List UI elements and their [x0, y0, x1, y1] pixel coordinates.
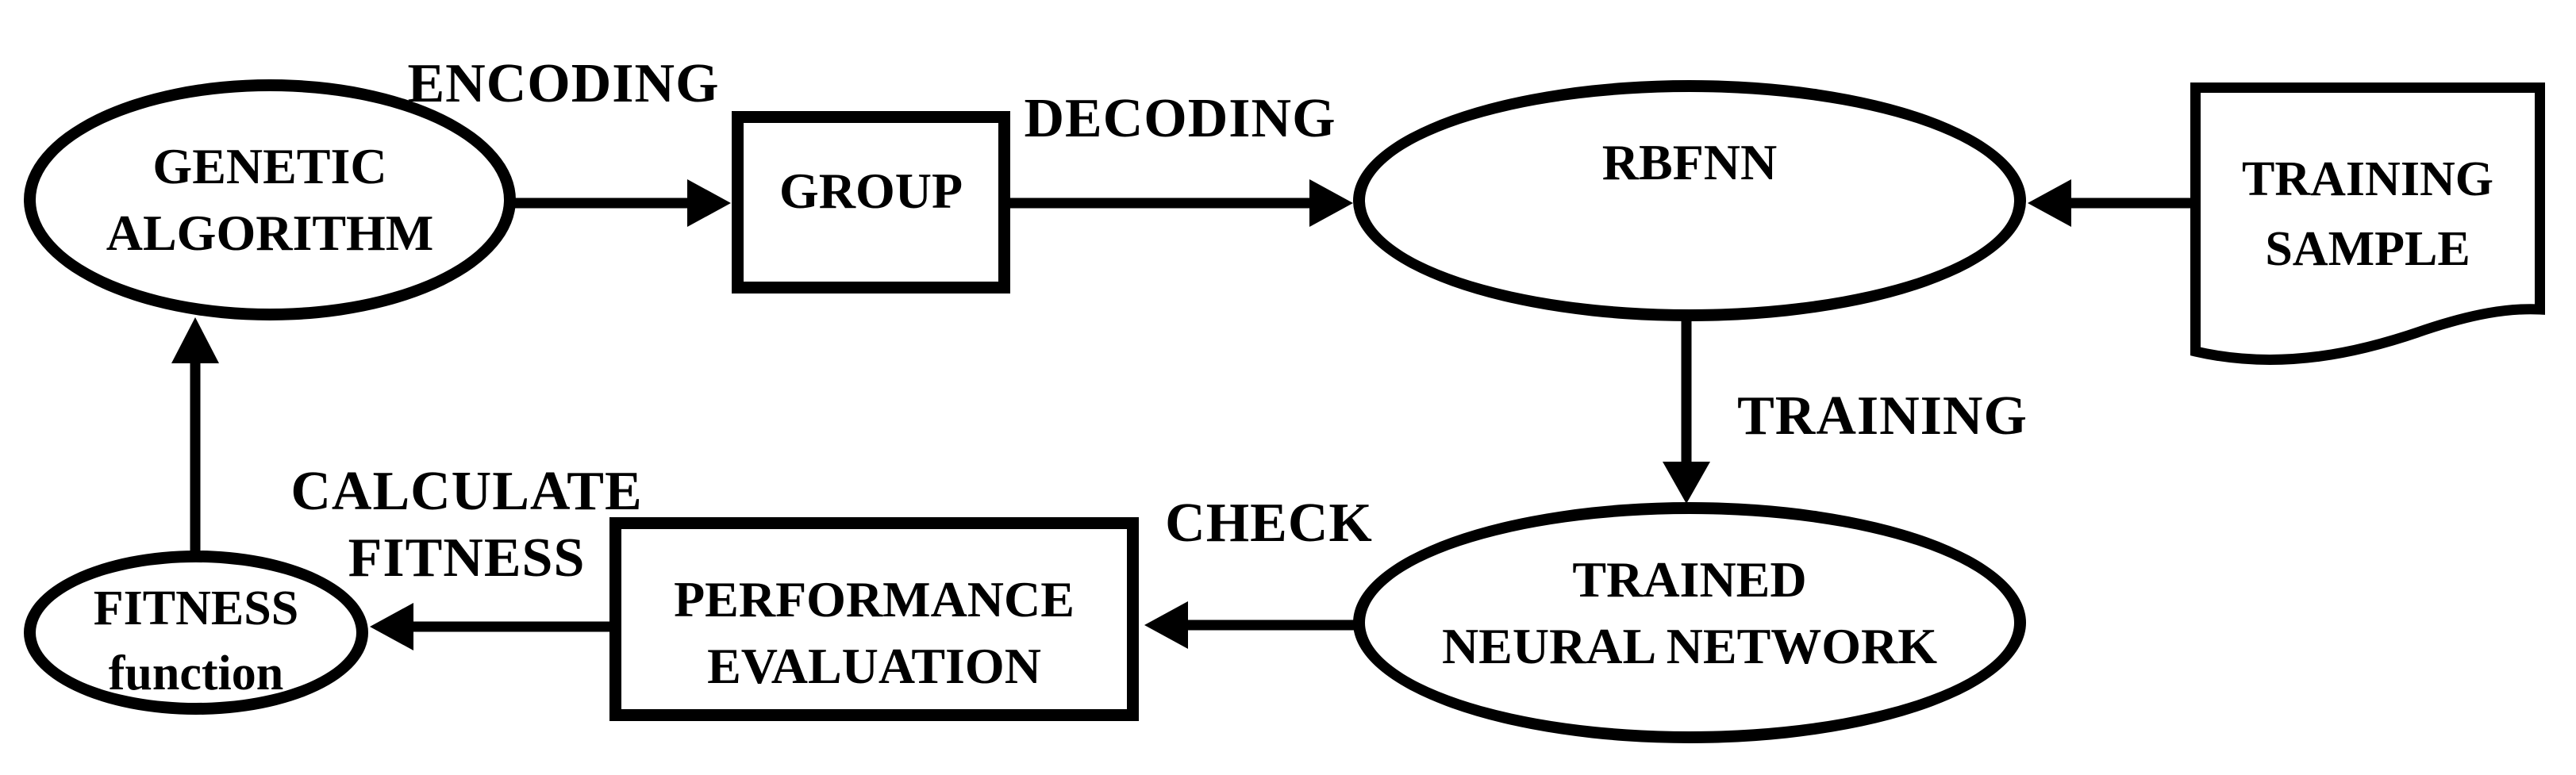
- group-node: GROUP: [732, 111, 1010, 294]
- check-edge-label: CHECK: [1165, 493, 1373, 554]
- arrow-group-to-rbfnn: [1009, 179, 1353, 227]
- arrow-rbfnn-to-trained-neural-network: [1663, 319, 1710, 504]
- arrow-trained-neural-network-to-performance-evaluation: [1144, 601, 1355, 649]
- calculate-fitness-edge-label: CALCULATE FITNESS: [290, 461, 643, 589]
- arrow-training-sample-to-rbfnn: [2028, 179, 2192, 227]
- arrow-performance-evaluation-to-fitness-function: [370, 603, 611, 650]
- training-edge-label: TRAINING: [1737, 386, 2028, 447]
- arrow-fitness-function-to-genetic-algorithm: [171, 317, 219, 555]
- training-sample-document-shape: [2190, 82, 2545, 365]
- trained-neural-network-node: TRAINED NEURAL NETWORK: [1353, 502, 2026, 743]
- encoding-edge-label: ENCODING: [407, 53, 720, 114]
- decoding-edge-label: DECODING: [1024, 88, 1336, 149]
- arrow-genetic-algorithm-to-group: [511, 179, 731, 227]
- rbfnn-node: RBFNN: [1353, 80, 2026, 321]
- performance-evaluation-node: PERFORMANCE EVALUATION: [609, 517, 1139, 721]
- training-sample-node: TRAINING SAMPLE: [2242, 152, 2493, 276]
